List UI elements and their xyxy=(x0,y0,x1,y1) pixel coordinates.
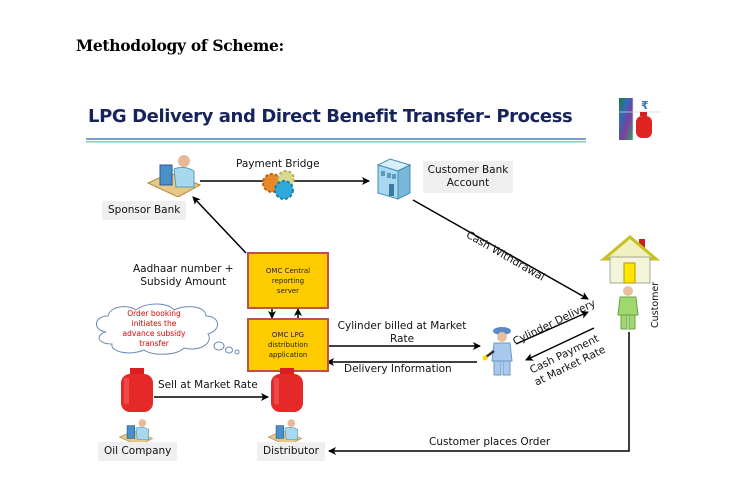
customer-bank-account-label: Customer Bank Account xyxy=(423,161,513,193)
sponsor-bank-label: Sponsor Bank xyxy=(102,201,187,220)
omc-lpg-line1: OMC LPG xyxy=(271,331,305,339)
gas-cylinder-icon xyxy=(120,368,154,418)
edge-cylinder-delivery xyxy=(515,311,589,345)
cloud-line4: transfer xyxy=(139,339,169,348)
diagram-title: LPG Delivery and Direct Benefit Transfer… xyxy=(88,106,573,127)
aadhaar-line1: Aadhaar number + xyxy=(133,263,234,275)
edge-customer-places-order xyxy=(328,332,630,455)
omc-central-line1: OMC Central xyxy=(265,266,311,275)
customer-places-order-label: Customer places Order xyxy=(429,436,551,448)
omc-lpg-distribution-application: OMC LPG distribution application xyxy=(247,318,329,372)
thought-cloud-callout xyxy=(88,302,248,362)
edge-cash-payment xyxy=(525,327,595,361)
omc-central-line2: reporting xyxy=(271,276,305,285)
edge-aadhaar-to-sponsor xyxy=(192,196,247,254)
delivery-information-label: Delivery Information xyxy=(344,363,452,375)
page-heading: Methodology of Scheme: xyxy=(76,36,284,55)
oil-company-label: Oil Company xyxy=(98,442,178,461)
person-at-computer-icon xyxy=(146,153,202,201)
customer-bank-line2: Account xyxy=(446,177,490,189)
cylinder-billed-label: Cylinder billed at Market Rate xyxy=(332,320,472,346)
title-rule xyxy=(86,138,586,143)
omc-lpg-line3: application xyxy=(268,351,308,359)
customer-label: Customer xyxy=(650,281,661,328)
cylinder-billed-line2: Rate xyxy=(389,333,415,345)
gears-icon xyxy=(260,170,302,204)
cylinder-billed-line1: Cylinder billed at Market xyxy=(337,320,467,332)
edge-cash-withdrawal xyxy=(412,199,589,300)
customer-bank-line1: Customer Bank xyxy=(427,164,509,176)
cloud-line3: advance subsidy xyxy=(122,329,186,338)
omc-central-reporting-server: OMC Central reporting server xyxy=(247,252,329,309)
omc-lpg-line2: distribution xyxy=(268,341,308,349)
aadhaar-subsidy-label: Aadhaar number + Subsidy Amount xyxy=(133,263,234,289)
gas-cylinder-icon xyxy=(270,368,304,418)
distributor-label: Distributor xyxy=(257,442,326,461)
bank-building-icon xyxy=(372,157,414,205)
delivery-man-icon xyxy=(482,325,518,381)
logo: ₹ xyxy=(619,98,661,140)
aadhaar-line2: Subsidy Amount xyxy=(140,276,227,288)
cloud-line1: Order booking xyxy=(127,309,181,318)
omc-central-line3: server xyxy=(276,286,300,295)
payment-bridge-label: Payment Bridge xyxy=(236,158,320,170)
svg-text:₹: ₹ xyxy=(641,99,649,112)
cloud-line2: initiates the xyxy=(131,319,177,328)
customer-person-icon xyxy=(614,285,642,335)
house-icon xyxy=(599,233,661,289)
cloud-text: Order booking initiates the advance subs… xyxy=(108,309,200,349)
sell-market-rate-label: Sell at Market Rate xyxy=(158,379,258,391)
